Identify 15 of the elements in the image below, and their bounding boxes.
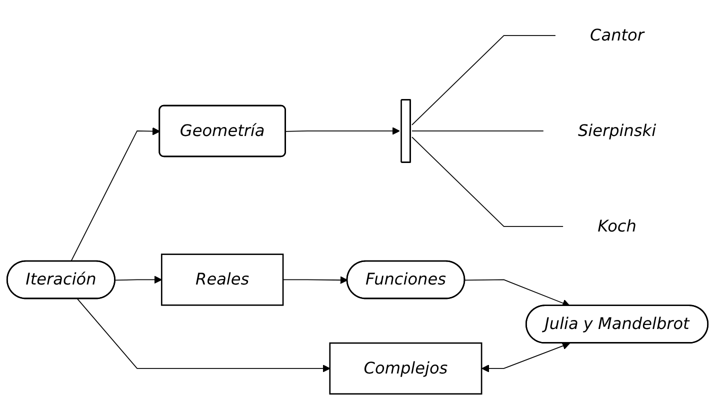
arrow [70,127,160,262]
arrow [482,342,570,372]
node-box: Reales [160,254,284,306]
arrow [77,298,330,372]
connector [412,136,564,227]
node-box: Complejos [329,342,482,395]
connector [412,35,557,126]
node-text: Koch [598,217,636,236]
node-text: Cantor [590,26,644,45]
arrow [282,276,348,284]
arrow [285,127,400,135]
node-text: Sierpinski [578,122,656,140]
arrow [464,279,570,307]
connector [412,130,545,132]
arrow [114,276,162,284]
